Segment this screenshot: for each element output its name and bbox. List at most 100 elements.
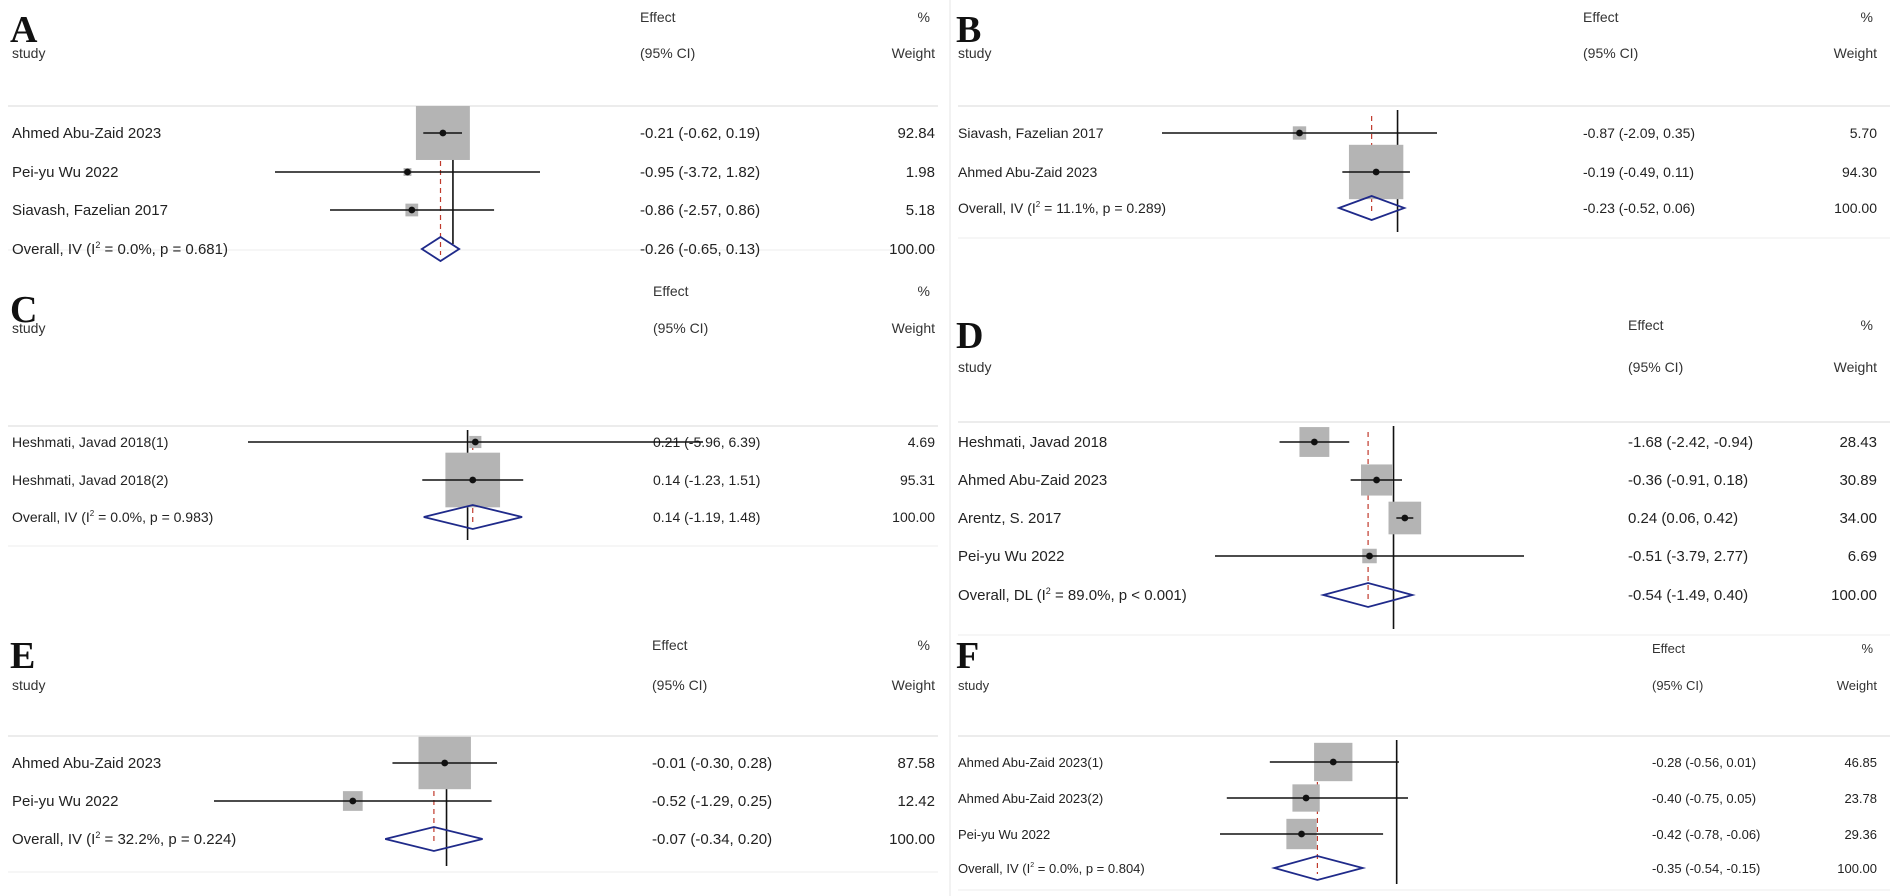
i-squared-superscript: 2 (1036, 200, 1041, 209)
percent-header: % (918, 9, 930, 25)
overall-ci-text: -0.07 (-0.34, 0.20) (652, 831, 772, 848)
percent-header: % (1861, 9, 1873, 25)
effect-header: Effect (1628, 317, 1664, 333)
overall-label-stats: = 0.0%, p = 0.804) (1034, 861, 1145, 876)
overall-weight-text: 100.00 (889, 831, 935, 848)
weight-text: 5.18 (906, 202, 935, 219)
overall-label-main: Overall, IV (I (12, 509, 90, 525)
effect-ci-text: -0.40 (-0.75, 0.05) (1652, 791, 1756, 806)
point-estimate (1298, 830, 1305, 838)
overall-label: Overall, IV (I2 = 11.1%, p = 0.289) (958, 200, 1166, 216)
point-estimate (408, 206, 416, 214)
study-header: study (958, 45, 991, 61)
effect-ci-text: 0.24 (0.06, 0.42) (1628, 510, 1738, 527)
overall-ci-text: -0.54 (-1.49, 0.40) (1628, 587, 1748, 604)
ci-header: (95% CI) (1652, 678, 1703, 693)
overall-label-stats: = 0.0%, p = 0.681) (100, 241, 228, 258)
i-squared-superscript: 2 (95, 240, 100, 250)
percent-header: % (1861, 317, 1873, 333)
study-label: Ahmed Abu-Zaid 2023 (12, 755, 161, 772)
point-estimate (1296, 129, 1303, 137)
weight-text: 34.00 (1839, 510, 1877, 527)
effect-header: Effect (1583, 9, 1619, 25)
weight-text: 29.36 (1844, 827, 1877, 842)
overall-ci-text: -0.23 (-0.52, 0.06) (1583, 200, 1695, 216)
overall-ci-text: -0.26 (-0.65, 0.13) (640, 241, 760, 258)
panel-letter: E (10, 635, 35, 677)
overall-label-stats: = 11.1%, p = 0.289) (1040, 200, 1166, 216)
point-estimate (1366, 552, 1373, 560)
effect-ci-text: -0.42 (-0.78, -0.06) (1652, 827, 1760, 842)
ci-header: (95% CI) (652, 677, 707, 693)
study-label: Ahmed Abu-Zaid 2023(1) (958, 755, 1103, 770)
panel-letter: F (956, 635, 979, 677)
point-estimate (404, 168, 411, 176)
overall-diamond (385, 826, 483, 852)
overall-diamond (1271, 855, 1367, 881)
point-estimate (439, 129, 447, 137)
point-estimate (469, 476, 477, 484)
point-estimate (1373, 476, 1380, 484)
study-label: Heshmati, Javad 2018 (958, 434, 1107, 451)
study-label: Pei-yu Wu 2022 (12, 164, 118, 181)
panel-letter: B (956, 9, 981, 51)
weight-text: 46.85 (1844, 755, 1877, 770)
i-squared-superscript: 2 (95, 830, 100, 840)
study-label: Pei-yu Wu 2022 (12, 793, 118, 810)
overall-weight-text: 100.00 (892, 509, 935, 525)
i-squared-superscript: 2 (1046, 586, 1051, 596)
weight-text: 12.42 (897, 793, 935, 810)
overall-ci-text: -0.35 (-0.54, -0.15) (1652, 861, 1760, 876)
effect-ci-text: -0.87 (-2.09, 0.35) (1583, 125, 1695, 141)
ci-header: (95% CI) (1583, 45, 1638, 61)
study-label: Heshmati, Javad 2018(1) (12, 434, 168, 450)
effect-ci-text: -0.01 (-0.30, 0.28) (652, 755, 772, 772)
study-label: Siavash, Fazelian 2017 (12, 202, 168, 219)
overall-diamond (420, 235, 461, 263)
study-label: Ahmed Abu-Zaid 2023(2) (958, 791, 1103, 806)
effect-ci-text: -0.52 (-1.29, 0.25) (652, 793, 772, 810)
weight-header: Weight (892, 320, 935, 336)
weight-text: 92.84 (897, 125, 935, 142)
point-estimate (441, 759, 449, 767)
weight-text: 23.78 (1844, 791, 1877, 806)
overall-diamond (1336, 195, 1407, 221)
overall-weight-text: 100.00 (1831, 587, 1877, 604)
effect-ci-text: -0.86 (-2.57, 0.86) (640, 202, 760, 219)
effect-header: Effect (653, 283, 689, 299)
study-header: study (958, 678, 990, 693)
weight-text: 6.69 (1848, 548, 1877, 565)
study-label: Pei-yu Wu 2022 (958, 827, 1050, 842)
point-estimate (1310, 438, 1318, 446)
study-label: Ahmed Abu-Zaid 2023 (12, 125, 161, 142)
point-estimate (471, 438, 479, 446)
study-header: study (958, 359, 991, 375)
weight-header: Weight (1837, 678, 1878, 693)
weight-header: Weight (1834, 359, 1877, 375)
study-header: study (12, 677, 45, 693)
effect-ci-text: 0.14 (-1.23, 1.51) (653, 472, 760, 488)
effect-header: Effect (652, 637, 688, 653)
weight-text: 30.89 (1839, 472, 1877, 489)
ci-header: (95% CI) (653, 320, 708, 336)
weight-text: 87.58 (897, 755, 935, 772)
study-header: study (12, 45, 45, 61)
study-label: Heshmati, Javad 2018(2) (12, 472, 168, 488)
overall-label-main: Overall, DL (I (958, 587, 1046, 604)
panel-letter: C (10, 289, 37, 331)
overall-label-stats: = 0.0%, p = 0.983) (94, 509, 213, 525)
weight-header: Weight (1834, 45, 1877, 61)
effect-header: Effect (1652, 641, 1685, 656)
overall-diamond (1319, 582, 1416, 608)
effect-ci-text: -1.68 (-2.42, -0.94) (1628, 434, 1753, 451)
weight-text: 1.98 (906, 164, 935, 181)
effect-ci-text: -0.28 (-0.56, 0.01) (1652, 755, 1756, 770)
study-label: Ahmed Abu-Zaid 2023 (958, 472, 1107, 489)
effect-ci-text: 0.21 (-5.96, 6.39) (653, 434, 760, 450)
